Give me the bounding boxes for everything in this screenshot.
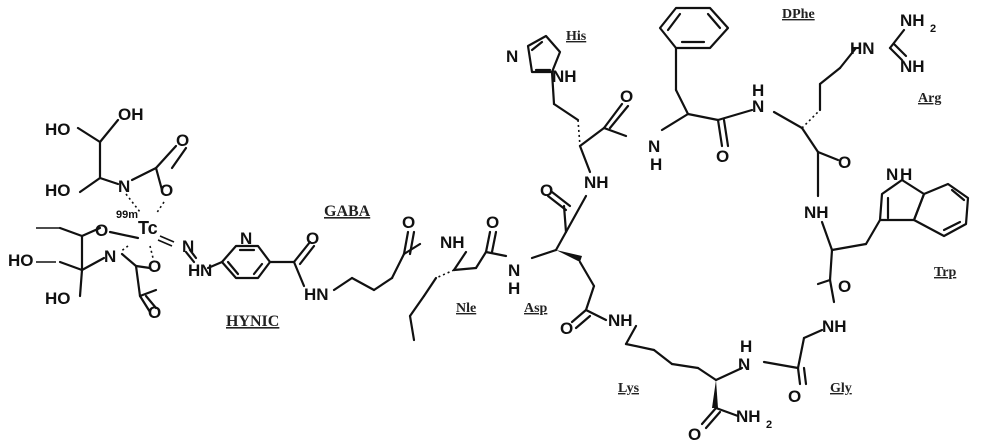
atom-nh-arg-n: N bbox=[752, 97, 764, 116]
atom-nh2-lys: NH bbox=[736, 407, 761, 426]
label-trp: Trp bbox=[934, 265, 957, 280]
atom-o-hynic: O bbox=[306, 229, 319, 248]
label-nle: Nle bbox=[456, 301, 476, 316]
atom-o-gly: O bbox=[788, 387, 801, 406]
atom-nh2-lys-sub: 2 bbox=[766, 419, 772, 431]
atom-nh2-arg-sub: 2 bbox=[930, 23, 936, 35]
asp-residue bbox=[530, 190, 608, 330]
atom-o-trp: O bbox=[838, 277, 851, 296]
arg-residue bbox=[772, 28, 908, 198]
label-gaba: GABA bbox=[324, 203, 371, 220]
atom-tc: Tc bbox=[138, 218, 158, 238]
label-his: His bbox=[566, 29, 587, 44]
nle-residue bbox=[408, 230, 508, 342]
tc-tricine-complex bbox=[36, 118, 188, 314]
gly-residue bbox=[762, 328, 824, 386]
hynic-moiety bbox=[157, 235, 316, 288]
atom-nh-hynic-n: N bbox=[200, 261, 212, 280]
atom-n-pyridine: N bbox=[240, 229, 252, 248]
his-residue bbox=[526, 34, 630, 174]
label-asp: Asp bbox=[524, 301, 548, 316]
atom-nh-dphe-h: H bbox=[650, 155, 662, 174]
atom-nh-trp-ring-h: H bbox=[900, 165, 912, 184]
atom-o-nle: O bbox=[486, 213, 499, 232]
atom-nh-asp-h: H bbox=[508, 279, 520, 298]
atom-nh-arg-h: H bbox=[752, 81, 764, 100]
trp-residue bbox=[816, 178, 970, 304]
atom-nh-trp-back: NH bbox=[804, 203, 829, 222]
atom-nh-asp-n: N bbox=[508, 261, 520, 280]
atom-o-tc-1: O bbox=[160, 181, 173, 200]
atom-nh-nle: NH bbox=[440, 233, 465, 252]
atom-nh-hynic-h: H bbox=[188, 261, 200, 280]
atom-ho-1: HO bbox=[45, 120, 71, 139]
atom-o-carb-1: O bbox=[176, 131, 189, 150]
atom-n-tc-bot: N bbox=[104, 247, 116, 266]
atom-o-asp: O bbox=[540, 181, 553, 200]
atom-oh-1: OH bbox=[118, 105, 144, 124]
atom-ho-2: HO bbox=[45, 181, 71, 200]
atom-o-carb-2: O bbox=[148, 303, 161, 322]
label-lys: Lys bbox=[618, 381, 640, 396]
atom-nh-his-ring: NH bbox=[552, 67, 577, 86]
atom-o-arg: O bbox=[838, 153, 851, 172]
label-gly: Gly bbox=[830, 381, 852, 396]
atom-nh-dphe-n: N bbox=[648, 137, 660, 156]
atom-nh-his: NH bbox=[584, 173, 609, 192]
label-dphe: DPhe bbox=[782, 7, 815, 22]
atom-o-dphe: O bbox=[716, 147, 729, 166]
atom-nh-trp-ring-n: N bbox=[886, 165, 898, 184]
atom-n-tc-top: N bbox=[118, 177, 130, 196]
atom-hn-gaba: HN bbox=[304, 285, 329, 304]
atom-o-lys: O bbox=[688, 425, 701, 443]
tc-isotope-label: 99m bbox=[116, 209, 138, 221]
atom-nh-arg-imine: NH bbox=[900, 57, 925, 76]
label-arg: Arg bbox=[918, 91, 941, 106]
label-hynic: HYNIC bbox=[226, 313, 279, 330]
atom-ho-4: HO bbox=[45, 289, 71, 308]
atom-n-his-ring: N bbox=[506, 47, 518, 66]
atom-nh-gly: NH bbox=[822, 317, 847, 336]
atom-nh-lys-side: NH bbox=[608, 311, 633, 330]
atom-ho-3: HO bbox=[8, 251, 34, 270]
atom-nh-lys-h: H bbox=[740, 337, 752, 356]
dphe-residue bbox=[658, 6, 754, 148]
atom-o-asp-side: O bbox=[560, 319, 573, 338]
atom-nh-lys-n: N bbox=[738, 355, 750, 374]
lys-residue bbox=[624, 324, 744, 430]
atom-o-his: O bbox=[620, 87, 633, 106]
atom-n-azo: N bbox=[182, 237, 194, 256]
atom-o-gaba: O bbox=[402, 213, 415, 232]
gaba-linker bbox=[332, 230, 422, 292]
atom-o-tc-2: O bbox=[95, 221, 108, 240]
atom-hn-arg: HN bbox=[850, 39, 875, 58]
atom-o-tc-3: O bbox=[148, 257, 161, 276]
atom-nh2-arg: NH bbox=[900, 11, 925, 30]
